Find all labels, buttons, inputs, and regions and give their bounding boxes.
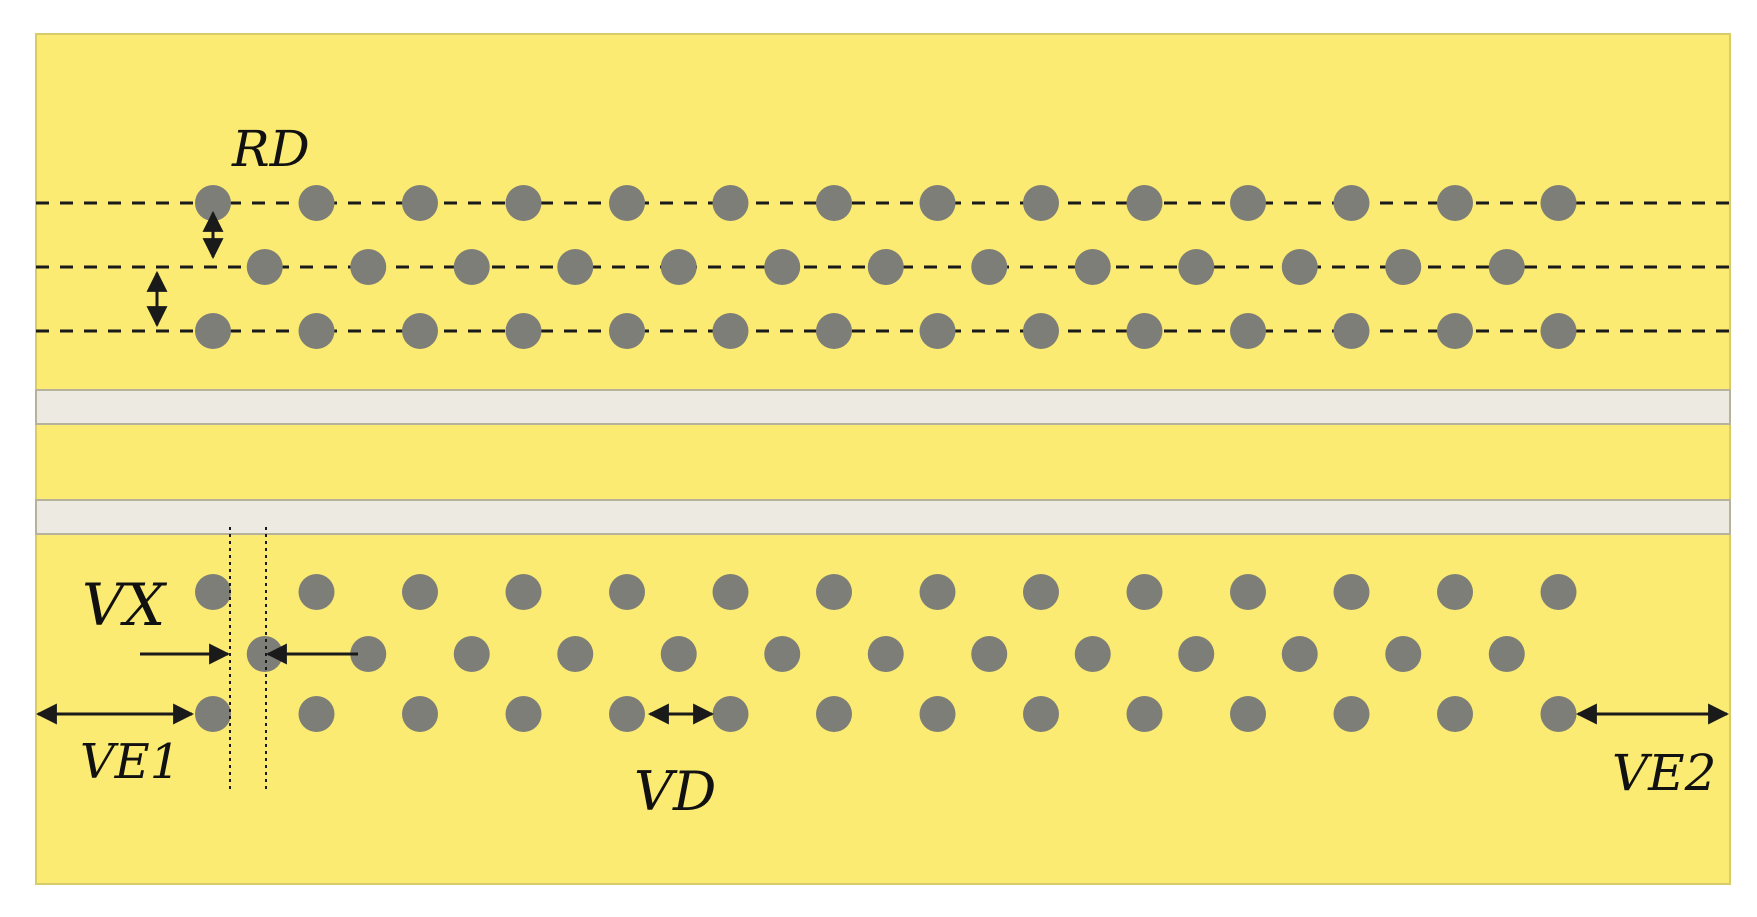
via xyxy=(1126,696,1163,732)
via xyxy=(712,313,749,349)
via xyxy=(660,249,697,285)
vx-label: VX xyxy=(82,571,168,639)
via xyxy=(1023,313,1059,349)
pcb-board xyxy=(35,33,1731,885)
rd-label: RD xyxy=(231,120,310,178)
via xyxy=(1488,636,1525,672)
via xyxy=(712,574,749,610)
via xyxy=(1385,249,1422,285)
via xyxy=(1230,313,1266,349)
via xyxy=(1126,574,1163,610)
via xyxy=(919,313,956,349)
via xyxy=(816,696,852,732)
via xyxy=(557,636,594,672)
via xyxy=(1437,574,1473,610)
via xyxy=(350,249,387,285)
upper-trace-strip xyxy=(35,389,1731,425)
via xyxy=(453,636,490,672)
via xyxy=(660,636,697,672)
lower-trace-strip xyxy=(35,499,1731,535)
via xyxy=(557,249,594,285)
via xyxy=(402,696,438,732)
via xyxy=(816,185,852,221)
via xyxy=(919,574,956,610)
via xyxy=(867,636,904,672)
via xyxy=(195,696,231,732)
via xyxy=(971,249,1008,285)
via xyxy=(298,313,335,349)
via xyxy=(609,185,645,221)
via xyxy=(1178,249,1215,285)
via xyxy=(505,313,542,349)
via xyxy=(1023,185,1059,221)
via xyxy=(1178,636,1215,672)
via xyxy=(1230,696,1266,732)
ve2-label: VE2 xyxy=(1612,744,1716,802)
via xyxy=(402,313,438,349)
via xyxy=(1437,313,1473,349)
via xyxy=(505,574,542,610)
via xyxy=(1074,249,1111,285)
via xyxy=(195,574,231,610)
via xyxy=(1437,696,1473,732)
via xyxy=(402,185,438,221)
via xyxy=(1333,313,1370,349)
via xyxy=(1540,185,1577,221)
via xyxy=(816,574,852,610)
via xyxy=(350,636,387,672)
bottom-via-array xyxy=(195,574,1577,732)
via xyxy=(1023,574,1059,610)
via xyxy=(505,185,542,221)
via xyxy=(1333,574,1370,610)
via xyxy=(1023,696,1059,732)
via xyxy=(712,696,749,732)
via xyxy=(971,636,1008,672)
via xyxy=(609,574,645,610)
via xyxy=(1230,185,1266,221)
via xyxy=(1385,636,1422,672)
via xyxy=(764,249,801,285)
via xyxy=(919,185,956,221)
via xyxy=(816,313,852,349)
via xyxy=(1074,636,1111,672)
ve1-label: VE1 xyxy=(80,734,180,790)
via xyxy=(1333,185,1370,221)
via xyxy=(453,249,490,285)
via xyxy=(1281,249,1318,285)
top-via-array xyxy=(195,185,1577,349)
via xyxy=(246,249,283,285)
via xyxy=(1126,185,1163,221)
via xyxy=(1488,249,1525,285)
via xyxy=(867,249,904,285)
via xyxy=(1540,313,1577,349)
via xyxy=(919,696,956,732)
via xyxy=(1540,696,1577,732)
via xyxy=(712,185,749,221)
via xyxy=(1540,574,1577,610)
via xyxy=(1333,696,1370,732)
via xyxy=(609,313,645,349)
via xyxy=(298,185,335,221)
via xyxy=(1281,636,1318,672)
via xyxy=(764,636,801,672)
via xyxy=(298,574,335,610)
via xyxy=(1437,185,1473,221)
vd-label: VD xyxy=(634,760,716,823)
dimension-annotations xyxy=(35,210,1730,790)
via xyxy=(1230,574,1266,610)
via xyxy=(402,574,438,610)
via xyxy=(1126,313,1163,349)
via xyxy=(505,696,542,732)
via xyxy=(298,696,335,732)
via xyxy=(609,696,645,732)
via xyxy=(195,313,231,349)
